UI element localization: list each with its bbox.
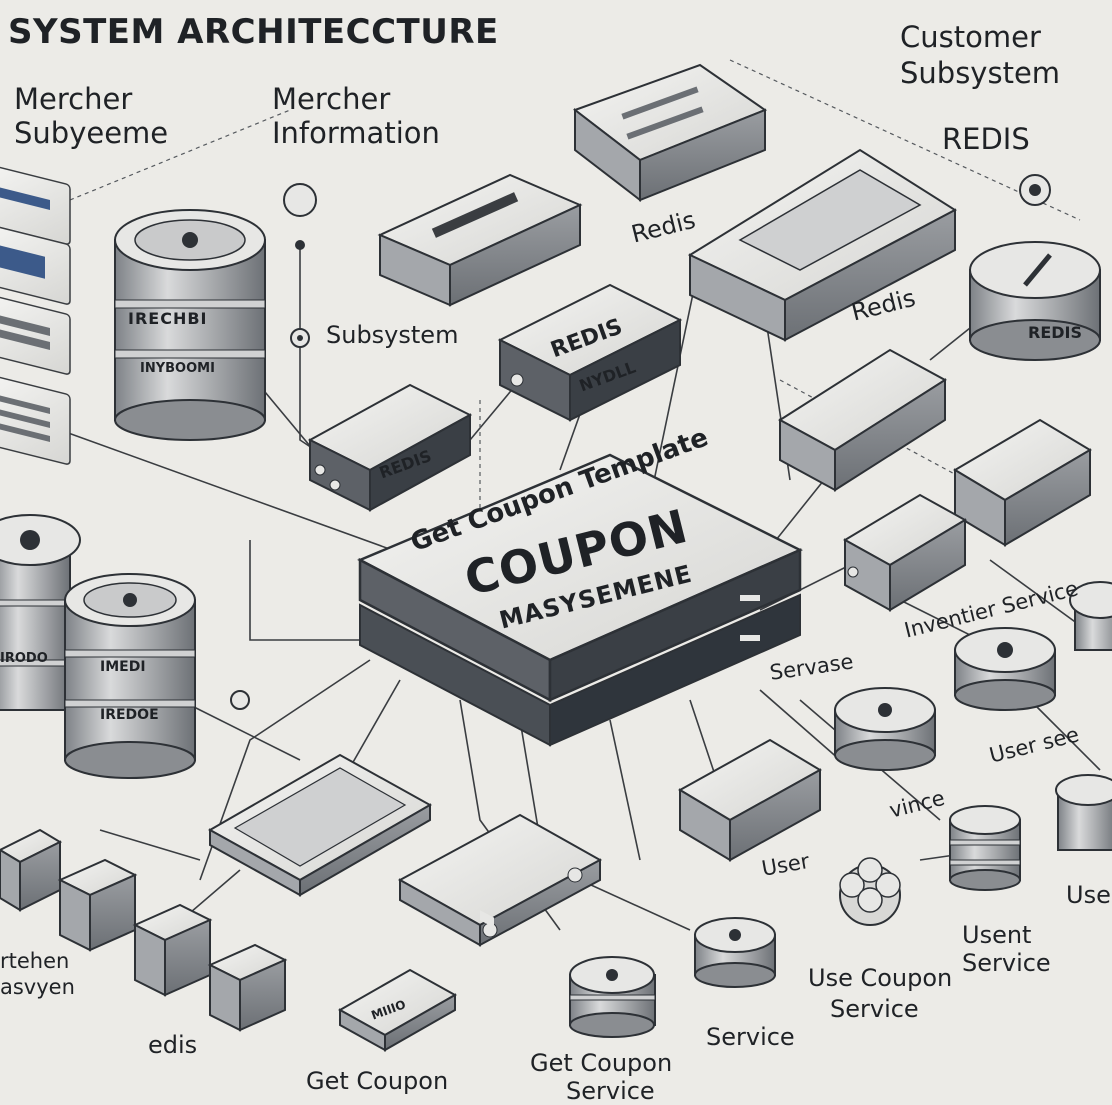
coupon-management-core [357,453,803,928]
label-merchant-info-line1: Mercher [272,82,391,116]
node-label-db-5: IRODO [0,651,48,666]
label-service-bottom: Service [706,1023,795,1051]
label-left-edge-line1: rtehen [0,949,70,973]
box-far-right [953,418,1092,547]
box-user [678,738,822,862]
node-label-db-1: IRECHBI [128,309,208,328]
label-use-edge: Use [1066,881,1111,909]
label-customer-subsystem-line1: Customer [900,20,1041,54]
box-merchant-information [377,173,583,307]
box-inventory-service [843,493,967,612]
label-merchant-info-line2: Information [272,116,440,150]
label-usent-service-line2: Service [962,949,1051,977]
box-redis-bottom [337,968,458,1052]
pin-icons [230,174,1051,710]
shield-icon [182,232,198,248]
label-get-coupon-bottom: Get Coupon [306,1067,449,1095]
small-cubes [0,828,288,1032]
service-boxes [207,63,1092,1052]
box-router [397,813,603,947]
database-stack-bottom-left [64,573,196,779]
label-subsystem: Subsystem [326,321,459,349]
node-label-db-4: IREDOE [100,707,159,723]
box-top-center [572,63,768,203]
label-get-coupon-service-line2: Service [566,1077,655,1105]
label-get-coupon-service-line1: Get Coupon [530,1049,673,1077]
box-right-middle [778,348,947,492]
label-customer-subsystem-line2: Subsystem [900,56,1061,90]
small-cylinders [569,241,1112,1038]
node-label-db-2: INYBOOMI [140,361,215,376]
label-usent-service-line1: Usent [962,921,1032,949]
box-dashboard-tablet [207,753,433,897]
box-redis-top-right [687,148,957,342]
box-redis-left [307,383,473,512]
node-label-db-3: IMEDI [100,659,146,675]
label-redis-bottom-left: edis [148,1031,198,1059]
label-merchant-subsystem-line1: Mercher [14,82,133,116]
label-left-edge-line2: asvyen [0,975,75,999]
box-redis-center [497,283,683,422]
label-use-coupon-service-line1: Use Coupon [808,964,953,992]
diagram-title: SYSTEM ARCHITECCTURE [8,12,499,52]
node-label-redis-cylinder: REDIS [1028,323,1083,342]
database-stack-top-left [114,209,266,441]
label-redis-top-right: REDIS [942,122,1030,156]
label-merchant-subsystem-line2: Subyeeme [14,116,169,150]
left-panel-cards [0,165,71,465]
label-use-coupon-service-line2: Service [830,995,919,1023]
